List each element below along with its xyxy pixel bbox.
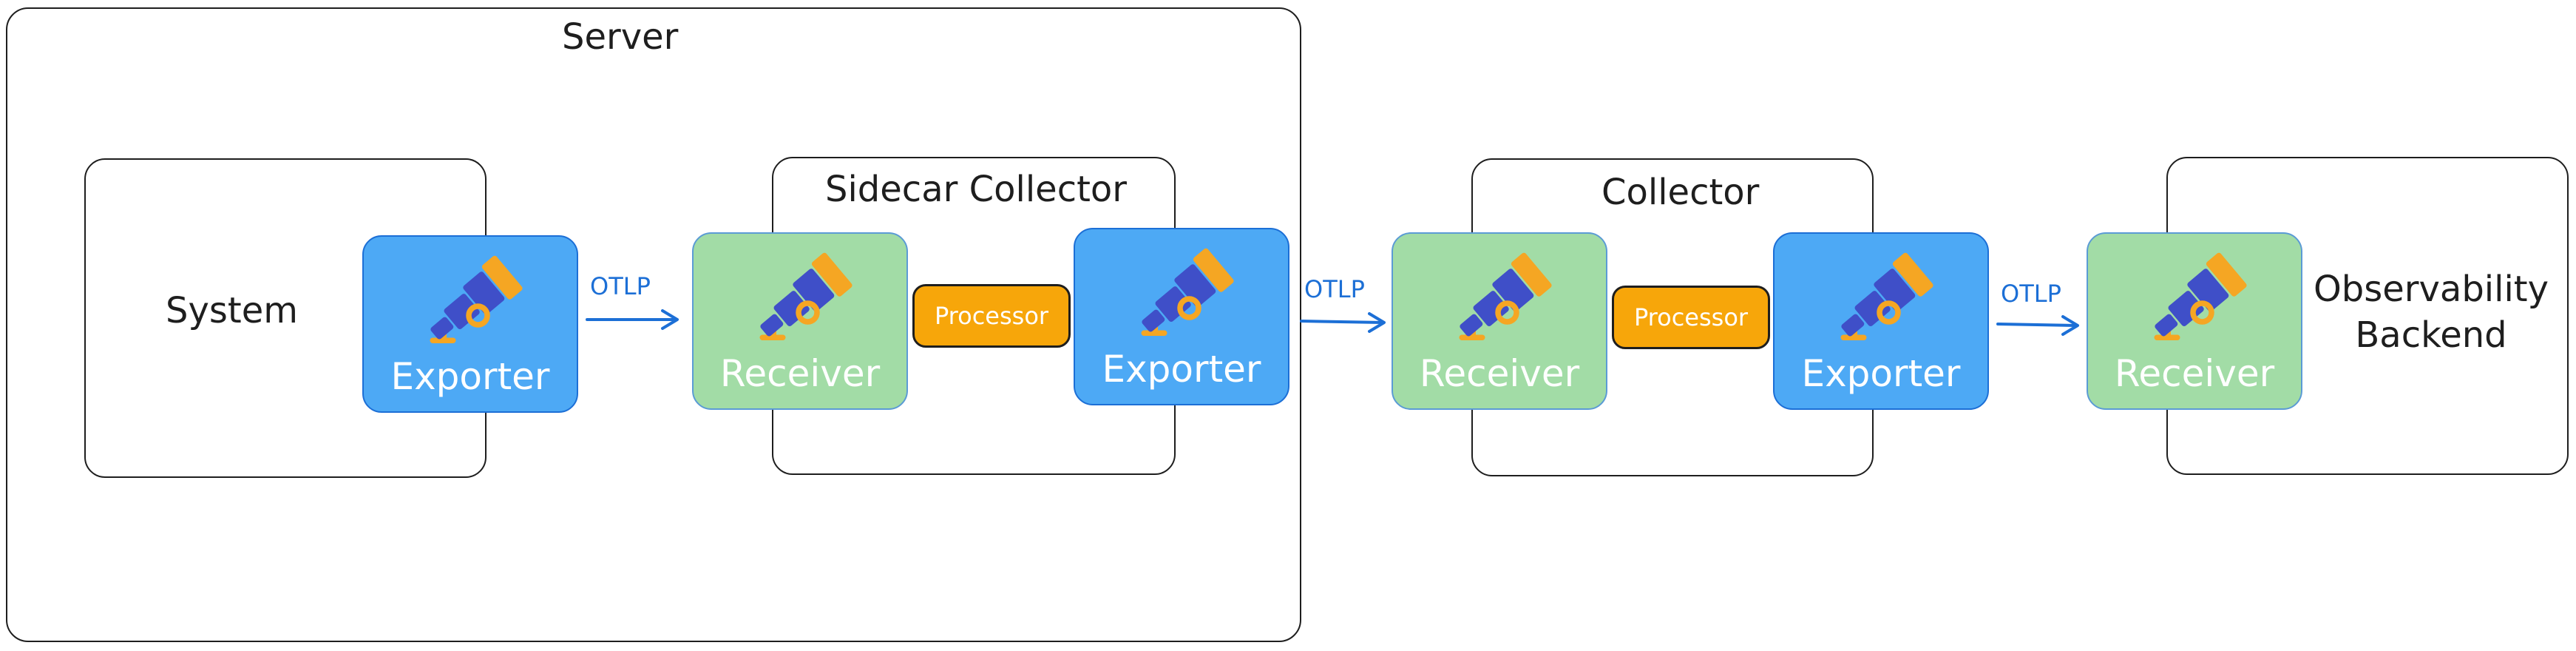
- collector-title: Collector: [1601, 172, 1760, 213]
- telescope-icon: [1141, 248, 1234, 336]
- telescope-icon: [1459, 252, 1552, 340]
- collector-exporter[interactable]: Exporter: [1773, 232, 1989, 410]
- sidecar-exporter[interactable]: Exporter: [1074, 228, 1289, 405]
- telescope-icon: [1840, 252, 1933, 340]
- server-title: Server: [562, 16, 679, 58]
- collector-processor[interactable]: Processor: [1612, 286, 1770, 349]
- otlp-label-1: OTLP: [590, 272, 651, 300]
- sidecar-receiver[interactable]: Receiver: [692, 232, 908, 410]
- otlp-arrow-2: [1300, 312, 1386, 333]
- collector-receiver[interactable]: Receiver: [1392, 232, 1607, 410]
- system-exporter[interactable]: Exporter: [362, 235, 578, 413]
- exporter-label: Exporter: [1801, 352, 1961, 395]
- observability-backend-title: Observability Backend: [2305, 266, 2557, 358]
- observability-backend-title-line2: Backend: [2355, 314, 2507, 356]
- receiver-label: Receiver: [2114, 352, 2275, 395]
- telescope-icon: [759, 252, 853, 340]
- backend-receiver[interactable]: Receiver: [2087, 232, 2302, 410]
- sidecar-collector-title: Sidecar Collector: [825, 169, 1127, 210]
- telescope-icon: [2154, 252, 2247, 340]
- receiver-label: Receiver: [1419, 352, 1580, 395]
- receiver-label: Receiver: [719, 352, 881, 395]
- telescope-icon: [430, 255, 523, 343]
- otlp-label-2: OTLP: [1304, 275, 1365, 303]
- otlp-label-3: OTLP: [2001, 280, 2061, 308]
- server-frame: [6, 7, 1301, 642]
- otlp-arrow-3: [1996, 315, 2079, 336]
- exporter-label: Exporter: [1102, 348, 1261, 391]
- exporter-label: Exporter: [390, 355, 550, 398]
- system-title: System: [166, 290, 298, 331]
- observability-backend-title-line1: Observability: [2313, 269, 2549, 310]
- sidecar-processor[interactable]: Processor: [912, 284, 1071, 348]
